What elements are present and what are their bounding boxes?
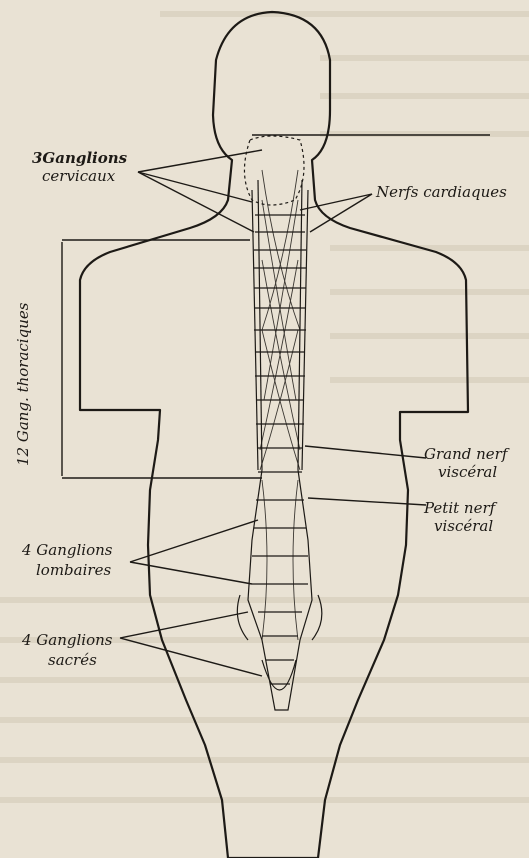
spinal-column — [237, 136, 322, 710]
label-ganglions-thoraciques: 12 Gang. thoraciques — [14, 303, 32, 466]
label-petit-nerf-visceral-line1: Petit nerf — [424, 500, 495, 517]
label-ganglions-lombaires-line1: 4 Ganglions — [22, 542, 112, 559]
body-outline — [80, 12, 468, 858]
label-grand-nerf-visceral-line1: Grand nerf — [424, 446, 507, 463]
label-grand-nerf-visceral-line2: viscéral — [438, 464, 497, 481]
label-nerfs-cardiaques: Nerfs cardiaques — [376, 184, 507, 201]
label-petit-nerf-visceral-line2: viscéral — [434, 518, 493, 535]
nerve-fibers — [260, 170, 300, 640]
label-ganglions-cervicaux-line2: cervicaux — [42, 168, 115, 185]
label-ganglions-lombaires-line2: lombaires — [36, 562, 111, 579]
label-ganglions-sacres-line2: sacrés — [48, 652, 97, 669]
label-ganglions-sacres-line1: 4 Ganglions — [22, 632, 112, 649]
label-ganglions-cervicaux-line1: 3Ganglions — [32, 150, 127, 167]
